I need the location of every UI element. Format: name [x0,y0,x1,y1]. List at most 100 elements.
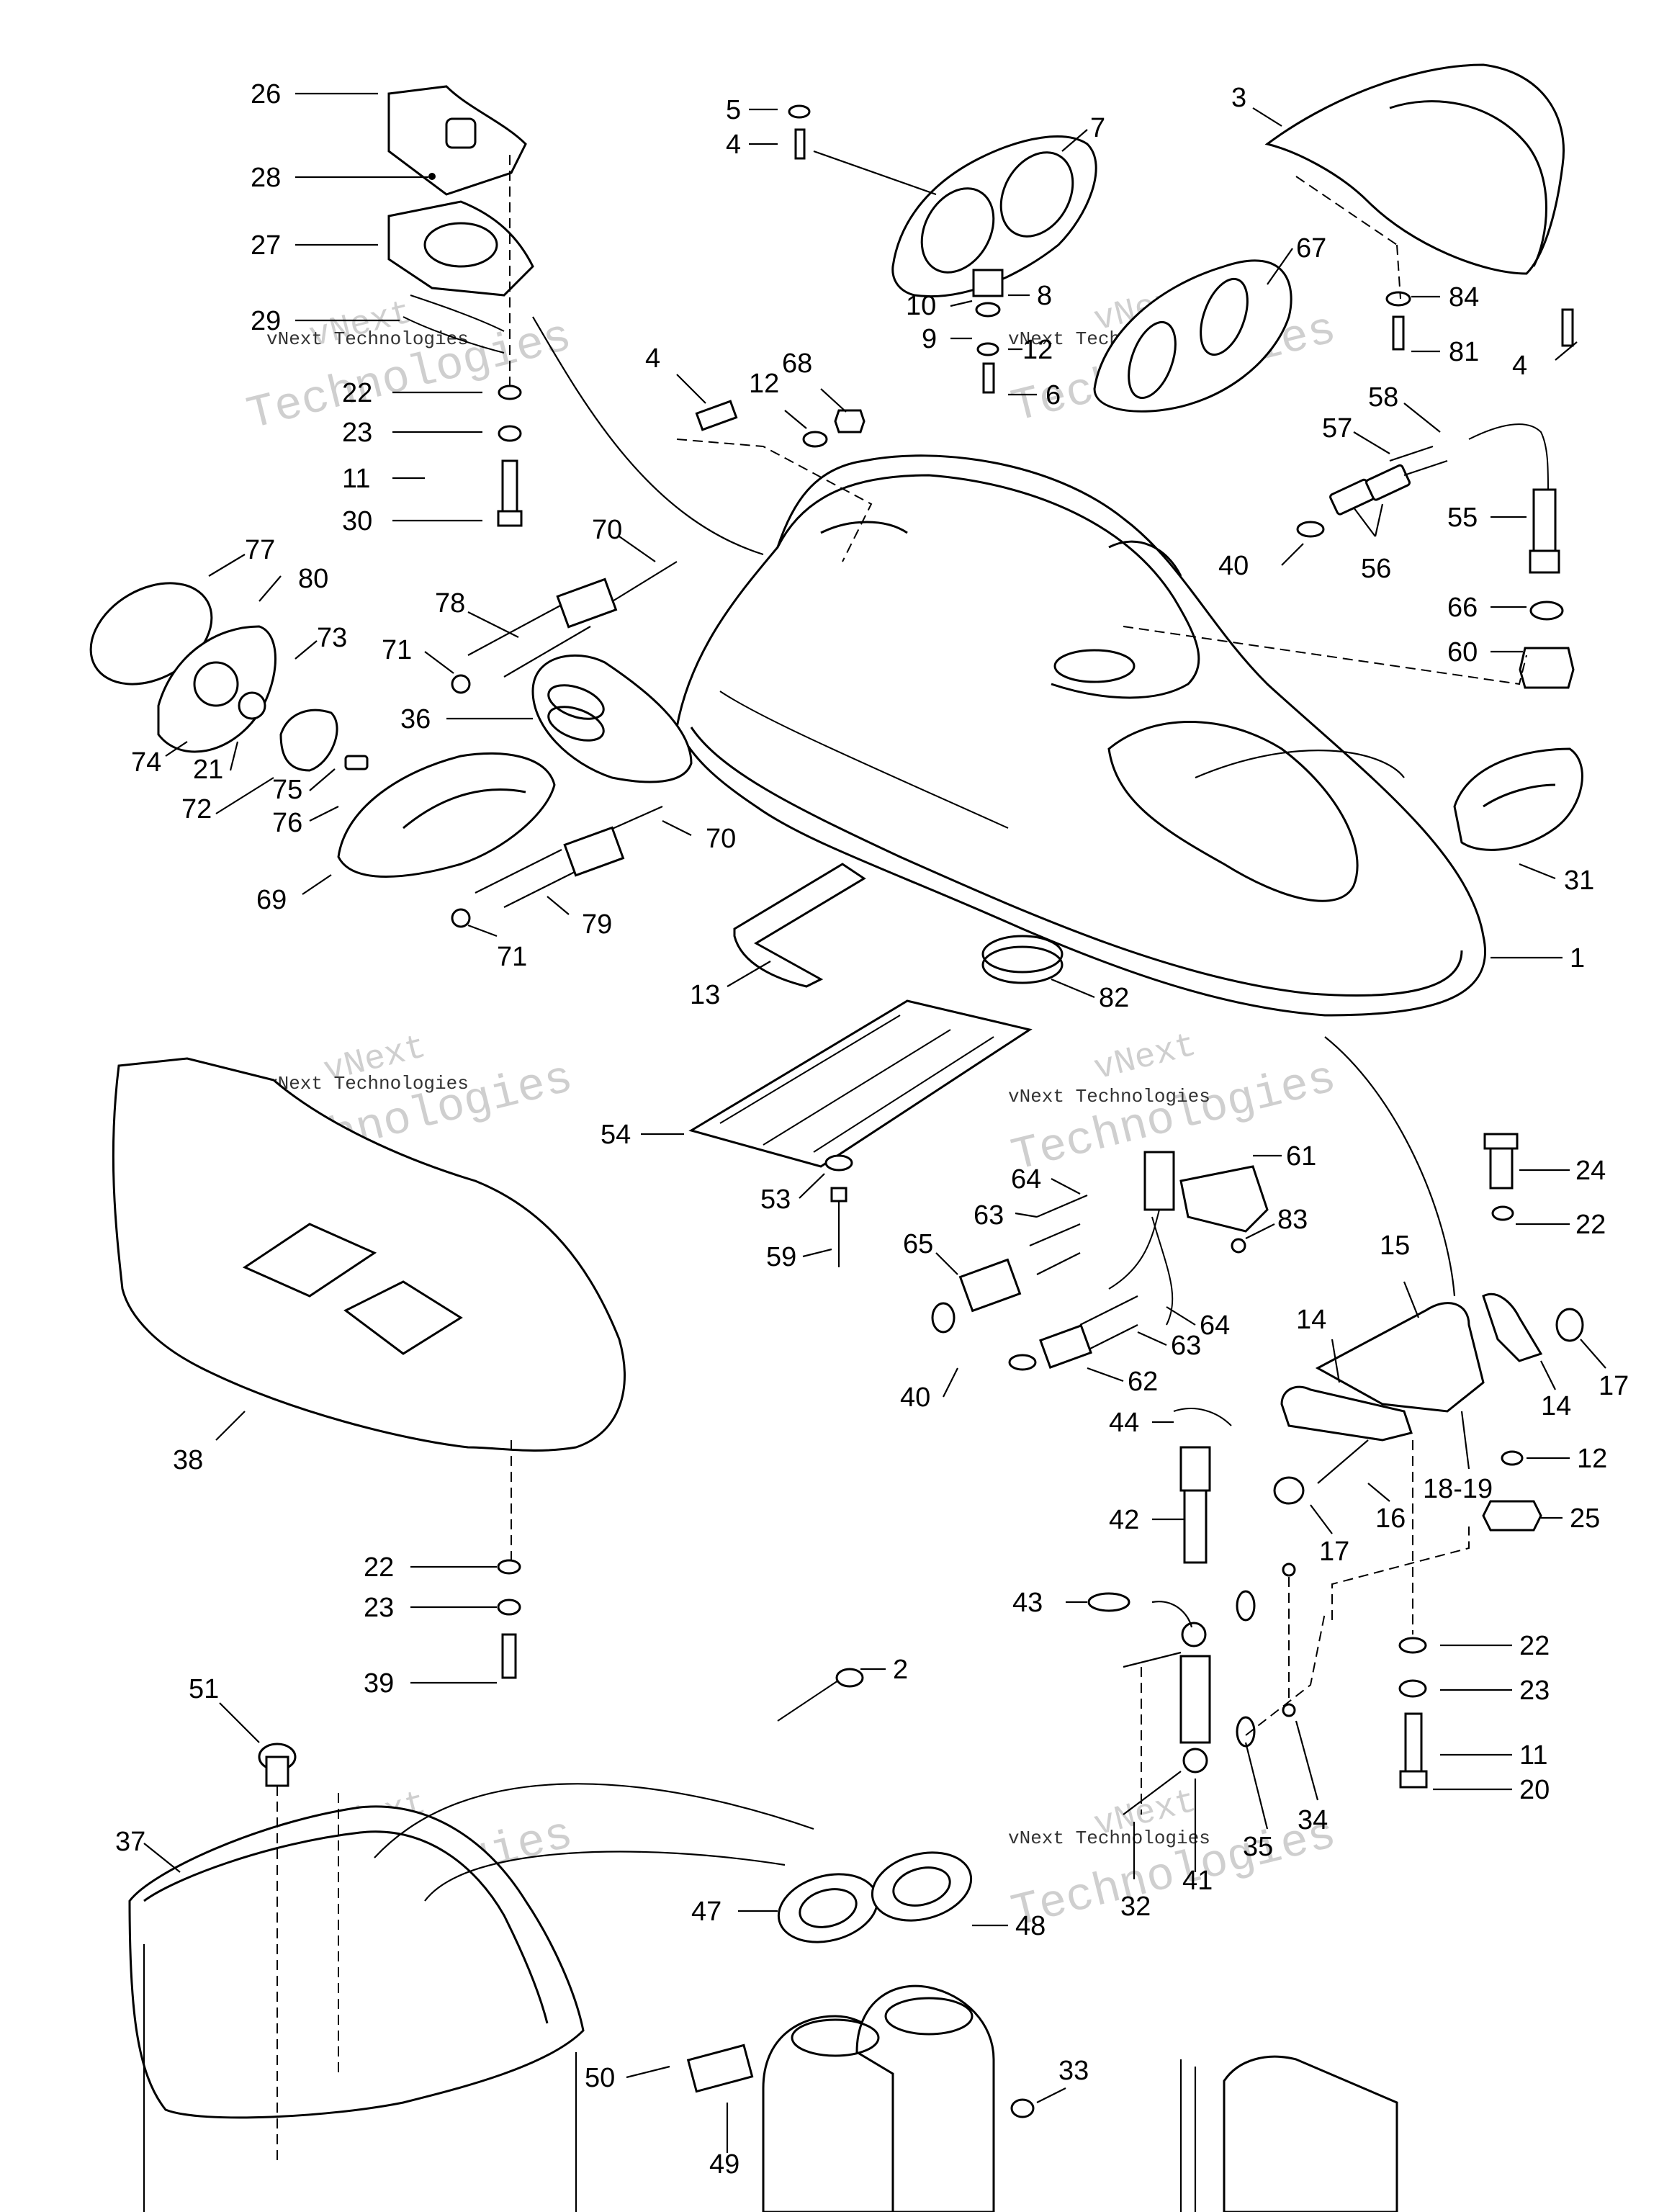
part-rivet [824,1154,853,1267]
callout-label: 43 [1012,1588,1043,1618]
callout-label: 22 [1575,1210,1606,1240]
callout-label: 26 [251,79,281,109]
callout-label: 84 [1449,282,1479,313]
callout-label: 48 [1015,1911,1046,1941]
callout-label: 71 [382,635,412,665]
part-windshield [1264,63,1565,275]
watermark-brand: vNext [1090,1026,1200,1089]
callout-label: 14 [1541,1391,1571,1421]
callout-label: 56 [1361,554,1391,584]
callout-label: 39 [364,1668,394,1699]
callout-label: 20 [1519,1775,1550,1805]
part-strut-assembly [1087,1408,1296,1815]
callout-label: 8 [1037,281,1052,311]
callout-label: 4 [726,130,741,160]
callout-label: 76 [272,808,302,838]
callout-label: 61 [1286,1141,1316,1172]
callout-label: 30 [342,506,372,536]
callout-label: 83 [1277,1205,1308,1235]
callout-label: 4 [1512,351,1527,381]
callout-label: 50 [585,2063,615,2093]
callout-label: 60 [1447,637,1478,667]
callout-label: 38 [173,1445,203,1475]
part-screw-stack-right [1398,1637,1428,1789]
part-electrical-harness [931,1151,1269,1371]
callout-label: 1 [1570,943,1585,974]
callout-label: 73 [317,623,347,653]
callout-label: 12 [1022,335,1053,365]
callout-label: 22 [342,378,372,408]
callout-label: 9 [922,324,937,354]
callout-label: 5 [726,95,741,125]
callout-label: 72 [181,794,212,824]
callout-label: 21 [193,755,223,785]
callout-label: 28 [251,163,281,193]
callout-label: 23 [1519,1676,1550,1706]
callout-label: 12 [749,369,779,399]
part-connectors-top [1296,445,1448,538]
callout-label: 78 [435,588,465,619]
part-dual-container [686,1984,1035,2212]
callout-label: 47 [691,1897,721,1927]
part-bottom-cover [112,1057,626,1452]
callout-label: 29 [251,306,281,336]
callout-label: 70 [706,824,736,854]
callout-label: 23 [342,418,372,448]
callout-label: 68 [782,349,812,379]
part-deflector [337,752,556,878]
motion-arrows [374,316,1456,1902]
callout-label: 32 [1120,1892,1151,1922]
callout-label: 25 [1570,1503,1600,1534]
callout-label: 77 [245,535,275,565]
callout-label: 40 [900,1382,930,1413]
part-screw-stack-left [497,385,523,527]
part-strap [777,1668,864,1722]
callout-label: 17 [1599,1371,1629,1401]
part-grommet [981,935,1064,984]
callout-label: 70 [592,515,622,545]
part-pivot-bracket [1273,1133,1584,1532]
part-screw-83 [1231,1238,1246,1254]
callout-label: 58 [1368,382,1398,413]
part-light-assembly [89,582,369,772]
part-temp-sensor [1468,423,1575,689]
callout-label: 3 [1231,83,1246,113]
callout-labels: 26 28 27 29 22 23 11 30 5 4 7 3 10 8 9 1… [115,79,1629,2180]
callout-label: 69 [256,885,287,915]
callout-label: 16 [1375,1503,1406,1534]
callout-label: 64 [1200,1310,1230,1341]
callout-label: 57 [1322,413,1352,444]
leader-lines [143,92,1606,2153]
callout-label: 36 [400,704,431,734]
callout-label: 80 [298,564,328,594]
callout-label: 24 [1575,1156,1606,1186]
callout-label: 55 [1447,503,1478,533]
alignment-lines [276,155,1527,2160]
callout-label: 40 [1218,551,1249,581]
watermark-caption: vNext Technologies [1008,1827,1210,1849]
callout-label: 53 [760,1184,791,1215]
callout-label: 79 [582,909,612,940]
callout-label: 4 [645,343,660,374]
callout-label: 23 [364,1593,394,1623]
callout-label: 33 [1058,2056,1089,2086]
callout-label: 51 [189,1674,219,1704]
callout-label: 11 [1519,1740,1547,1771]
part-storage-bin [128,1805,585,2212]
callout-label: 11 [342,464,370,494]
callout-label: 18-19 [1423,1474,1493,1504]
part-tool-tray [1179,2055,1398,2212]
callout-label: 65 [903,1229,933,1259]
callout-label: 54 [601,1120,631,1150]
callout-label: 42 [1109,1505,1139,1535]
part-mat-pad [688,999,1033,1168]
callout-label: 15 [1380,1231,1410,1261]
callout-label: 82 [1099,983,1129,1013]
callout-label: 10 [906,291,936,321]
part-intake-grille [1453,747,1583,851]
callout-label: 75 [272,775,302,805]
callout-label: 63 [1171,1331,1201,1361]
callout-label: 27 [251,230,281,261]
callout-label: 22 [1519,1631,1550,1661]
